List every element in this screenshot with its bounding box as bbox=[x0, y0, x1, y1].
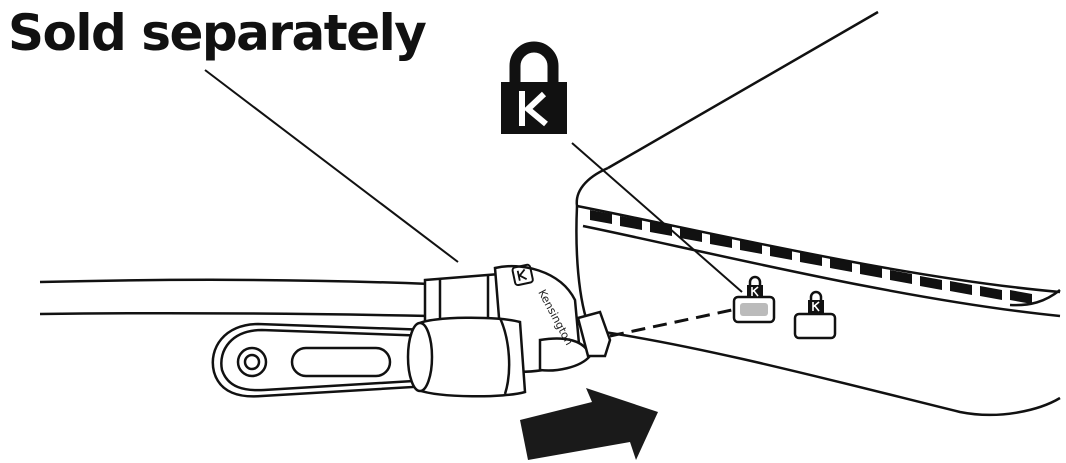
sold-separately-label: Sold separately bbox=[8, 4, 427, 62]
lock-key bbox=[211, 322, 432, 398]
symbol-leader-line bbox=[571, 142, 743, 293]
push-arrow-icon bbox=[520, 388, 658, 460]
lock-head bbox=[406, 264, 612, 398]
insertion-dashed-line bbox=[609, 308, 733, 338]
small-lock-icon-left bbox=[747, 275, 763, 298]
vent-slots bbox=[590, 210, 1032, 304]
security-slot-right bbox=[793, 312, 837, 340]
kensington-lock-symbol-icon bbox=[501, 41, 567, 134]
security-slot-left bbox=[732, 295, 776, 324]
small-lock-icon-right bbox=[808, 290, 824, 313]
device-body bbox=[575, 10, 1061, 417]
title-leader-line bbox=[204, 69, 459, 263]
lock-head-symbol-icon bbox=[511, 263, 534, 287]
security-cable bbox=[39, 278, 431, 318]
